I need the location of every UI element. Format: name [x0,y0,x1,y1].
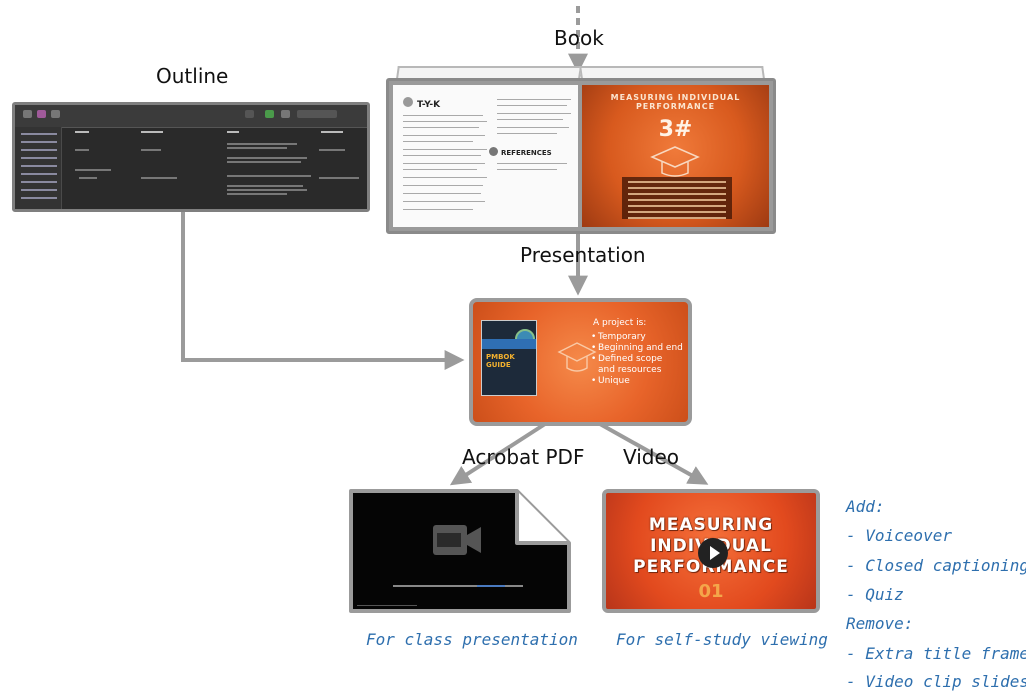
remove-note-item: - Extra title frame [846,644,1026,663]
outline-column-headers [71,131,367,137]
book-right-title: MEASURING INDIVIDUAL PERFORMANCE [610,93,741,111]
remove-notes-title: Remove: [846,614,914,633]
outline-toolbar [15,105,367,128]
book-left-page: T-Y-K REFERENCES [393,85,578,227]
pdf-caption: For class presentation [366,630,578,649]
book-left-references: REFERENCES [501,149,552,157]
presentation-label: Presentation [520,243,646,267]
outline-window [12,102,370,212]
presentation-slide: PMBOK GUIDE A project is: Temporary Begi… [469,298,692,426]
slide-bullet: Defined scope and resources [591,354,678,376]
add-note-item: - Closed captioning [846,556,1026,575]
slide-heading: A project is: [593,318,647,328]
book-right-textbox [622,177,732,219]
slide-bullet: Beginning and end [591,343,683,354]
video-label: Video [623,445,680,469]
mortarboard-icon [650,146,700,177]
book-back-pages-right [579,66,765,78]
add-note-item: - Voiceover [846,526,952,545]
acrobat-pdf-label: Acrobat PDF [462,445,585,469]
pmbok-cover-title: PMBOK GUIDE [486,353,515,369]
book-spread: T-Y-K REFERENCES MEASURING INDIVIDUAL PE… [386,78,776,234]
pmbok-book-cover: PMBOK GUIDE [481,320,537,396]
video-camera-icon [433,525,481,555]
book-label: Book [554,26,604,50]
slide-bullet: Unique [591,376,683,387]
outline-label: Outline [156,64,229,88]
book-left-title: T-Y-K [417,100,441,110]
video-title-line: MEASURING [648,515,774,535]
play-button-icon[interactable] [698,538,728,568]
slide-bullet: Temporary [591,332,683,343]
add-note-item: - Quiz [846,585,904,604]
video-caption: For self-study viewing [616,630,828,649]
references-icon [489,147,498,156]
outline-to-presentation-arrow [181,208,465,370]
add-notes-title: Add: [846,497,885,516]
mortarboard-icon [557,342,597,372]
presentation-to-video-arrow [599,422,709,485]
remove-note-item: - Video clip slides [846,672,1026,691]
video-thumbnail: MEASURING INDIVIDUAL PERFORMANCE 01 [602,489,820,613]
book-right-number: 3# [658,117,693,142]
book-right-page: MEASURING INDIVIDUAL PERFORMANCE 3# [582,85,769,227]
book-back-pages-left [396,66,582,78]
pdf-document [349,489,571,613]
video-number: 01 [698,581,724,602]
tyk-badge-icon [403,97,413,107]
presentation-to-pdf-arrow [449,422,547,486]
outline-sidebar [15,127,62,209]
slide-bullets: Temporary Beginning and end Defined scop… [591,332,683,387]
